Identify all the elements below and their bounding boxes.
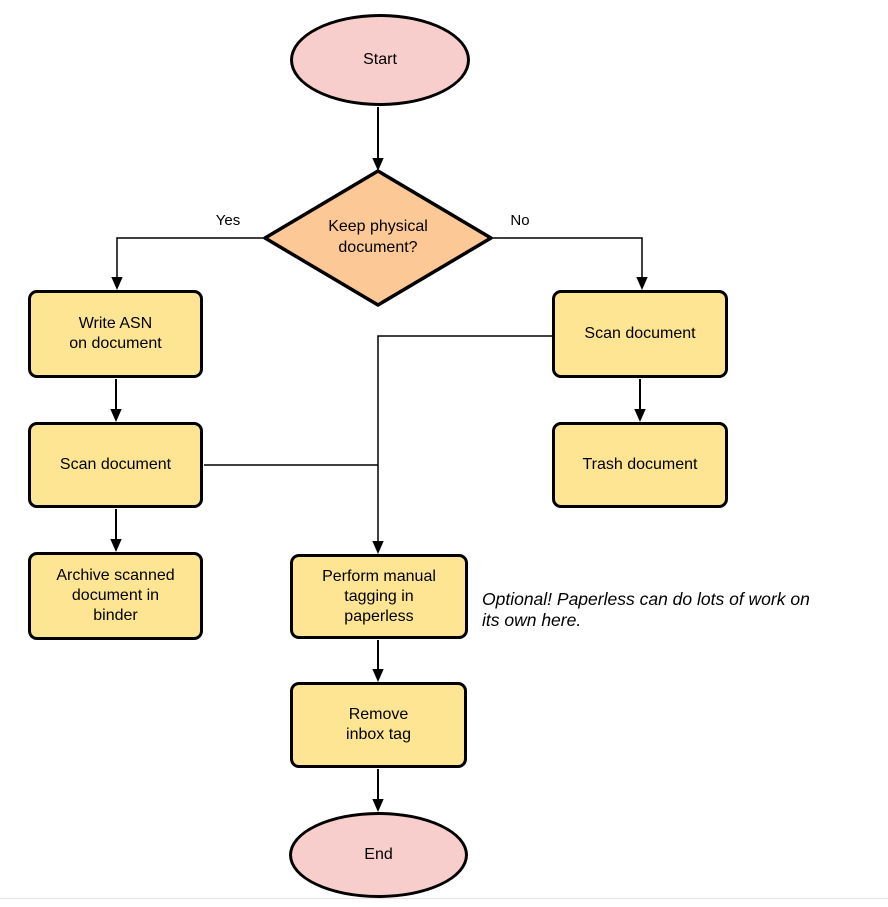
page-bottom-edge <box>0 898 888 899</box>
optional-note: Optional! Paperless can do lots of work … <box>482 589 810 630</box>
node-archive-binder-label: Archive scanned document in binder <box>56 567 175 624</box>
edge-decision-write-asn <box>116 237 265 278</box>
node-trash-document: Trash document <box>552 422 728 508</box>
edge-scan-right-tagging <box>377 335 552 541</box>
node-write-asn: Write ASN on document <box>28 290 203 378</box>
arrowhead-scan-left-archive <box>110 539 122 552</box>
node-decision-label: Keep physical document? <box>328 218 428 256</box>
arrowhead-decision-write-asn <box>111 277 123 290</box>
decision-diamond-shape <box>263 169 493 307</box>
node-archive-binder: Archive scanned document in binder <box>28 552 203 640</box>
node-remove-inbox-tag: Remove inbox tag <box>290 682 467 768</box>
edge-decision-scan-right <box>490 237 643 278</box>
node-manual-tagging-label: Perform manual tagging in paperless <box>322 567 436 625</box>
node-start: Start <box>290 14 470 106</box>
arrowhead-decision-scan-right <box>636 277 648 290</box>
edge-label-no: No <box>510 212 530 229</box>
arrowhead-start-decision <box>372 158 384 171</box>
arrowhead-tagging-remove-inbox <box>372 669 384 682</box>
arrowhead-write-asn-scan-left <box>110 409 122 422</box>
arrowhead-remove-inbox-end <box>372 799 384 812</box>
node-scan-document-right: Scan document <box>552 290 728 378</box>
node-write-asn-label: Write ASN on document <box>69 315 162 352</box>
node-trash-document-label: Trash document <box>582 456 698 473</box>
node-manual-tagging: Perform manual tagging in paperless <box>290 554 468 639</box>
node-remove-inbox-tag-label: Remove inbox tag <box>346 706 411 743</box>
node-scan-document-right-label: Scan document <box>584 325 696 342</box>
arrowhead-merge-tagging <box>372 541 384 554</box>
node-start-label: Start <box>363 51 397 68</box>
node-end: End <box>289 812 468 898</box>
node-scan-document-left-label: Scan document <box>59 456 172 473</box>
node-end-label: End <box>364 846 393 863</box>
node-scan-document-left: Scan document <box>28 422 203 508</box>
arrowhead-scan-right-trash <box>634 409 646 422</box>
edge-label-yes: Yes <box>215 212 241 229</box>
